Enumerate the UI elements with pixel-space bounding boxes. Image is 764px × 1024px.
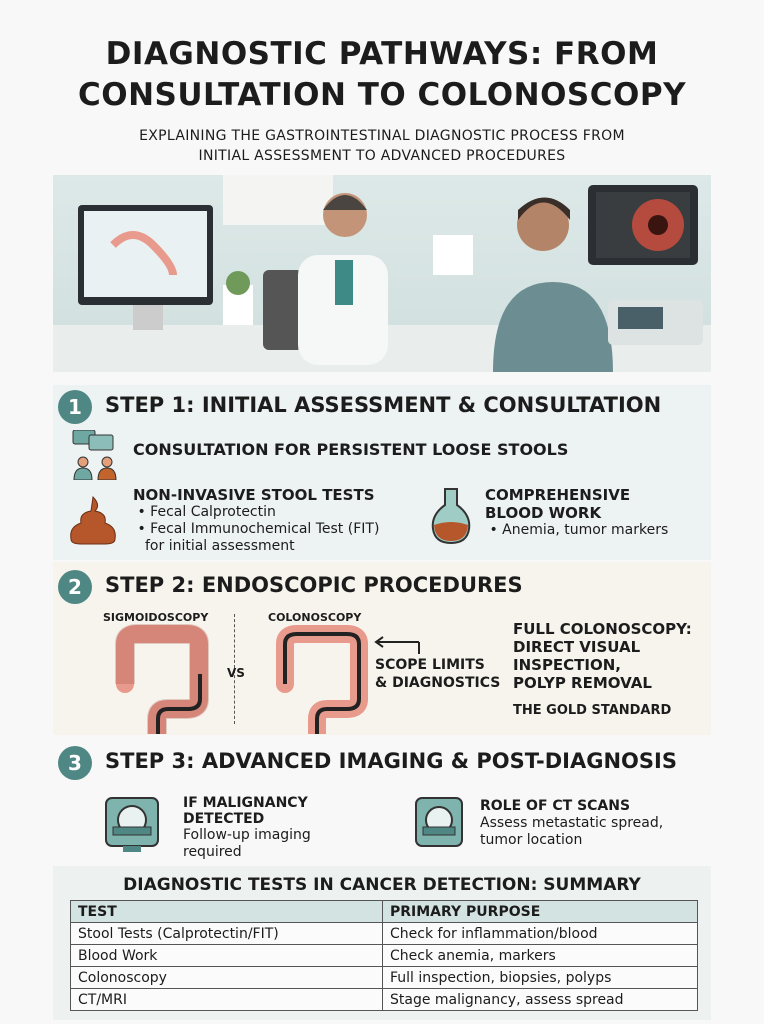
arrow-icon	[374, 636, 420, 654]
malignancy-text: Follow-up imaging	[183, 827, 311, 843]
bullet-text: Fecal Calprotectin	[150, 504, 276, 520]
bullet-text: Anemia, tumor markers	[502, 522, 669, 538]
consultation-heading: CONSULTATION FOR PERSISTENT LOOSE STOOLS	[133, 440, 569, 459]
stool-icon	[70, 495, 116, 545]
stool-tests-heading: NON-INVASIVE STOOL TESTS	[133, 486, 375, 504]
stool-tests-block: NON-INVASIVE STOOL TESTS • Fecal Calprot…	[133, 486, 379, 555]
consultation-photo	[53, 175, 711, 372]
subtitle-line-1: EXPLAINING THE GASTROINTESTINAL DIAGNOST…	[139, 128, 625, 144]
consultation-icon	[72, 430, 117, 480]
step-1-title: STEP 1: INITIAL ASSESSMENT & CONSULTATIO…	[105, 393, 662, 417]
header-purpose: PRIMARY PURPOSE	[382, 900, 698, 923]
consultation-illustration	[53, 175, 711, 372]
cell: Colonoscopy	[70, 966, 383, 989]
cell: Stage malignancy, assess spread	[382, 988, 698, 1011]
cell: Check anemia, markers	[382, 944, 698, 967]
ct-role-block: ROLE OF CT SCANS Assess metastatic sprea…	[480, 797, 663, 849]
cell: Check for inflammation/blood	[382, 922, 698, 945]
step-2-panel: 2 STEP 2: ENDOSCOPIC PROCEDURES SIGMOIDO…	[53, 562, 711, 735]
cell: CT/MRI	[70, 988, 383, 1011]
gold-standard: THE GOLD STANDARD	[513, 703, 672, 718]
colonoscopy-label: COLONOSCOPY	[268, 611, 362, 624]
step-2-title: STEP 2: ENDOSCOPIC PROCEDURES	[105, 573, 523, 597]
subtitle: EXPLAINING THE GASTROINTESTINAL DIAGNOST…	[0, 126, 764, 166]
flask-icon	[431, 488, 471, 545]
page-title: DIAGNOSTIC PATHWAYS: FROM CONSULTATION TO…	[0, 34, 764, 116]
scope-note-line: & DIAGNOSTICS	[375, 675, 501, 691]
title-line-2: CONSULTATION TO COLONOSCOPY	[77, 77, 687, 113]
summary-panel: DIAGNOSTIC TESTS IN CANCER DETECTION: SU…	[53, 866, 711, 1020]
scope-note: SCOPE LIMITS & DIAGNOSTICS	[375, 656, 500, 692]
ct-scanner-icon	[105, 797, 159, 852]
blood-work-block: COMPREHENSIVE BLOOD WORK • Anemia, tumor…	[485, 486, 668, 539]
step-1-number: 1	[58, 390, 92, 424]
vs-label: VS	[227, 666, 245, 680]
cell: Full inspection, biopsies, polyps	[382, 966, 698, 989]
sigmoidoscopy-label: SIGMOIDOSCOPY	[103, 611, 209, 624]
full-line: FULL COLONOSCOPY:	[513, 620, 692, 638]
full-line: INSPECTION,	[513, 656, 622, 674]
malignancy-heading: IF MALIGNANCY	[183, 795, 308, 811]
blood-heading-1: COMPREHENSIVE	[485, 486, 631, 504]
step-1-panel: 1 STEP 1: INITIAL ASSESSMENT & CONSULTAT…	[53, 385, 711, 560]
sigmoidoscopy-colon-icon	[115, 624, 209, 734]
stool-note: for initial assessment	[145, 538, 295, 554]
table-row: Stool Tests (Calprotectin/FIT)Check for …	[70, 922, 698, 945]
stool-bullet: • Fecal Calprotectin	[133, 504, 276, 520]
scope-note-line: SCOPE LIMITS	[375, 657, 485, 673]
ct-heading: ROLE OF CT SCANS	[480, 798, 631, 814]
ct-text: tumor location	[480, 832, 583, 848]
colonoscopy-colon-icon	[276, 625, 368, 734]
bullet-text: Fecal Immunochemical Test (FIT)	[150, 521, 380, 537]
malignancy-heading: DETECTED	[183, 811, 265, 827]
cell: Stool Tests (Calprotectin/FIT)	[70, 922, 383, 945]
ct-scan-icon	[415, 797, 463, 847]
subtitle-line-2: INITIAL ASSESSMENT TO ADVANCED PROCEDURE…	[198, 148, 566, 164]
divider	[234, 614, 235, 724]
blood-bullet: • Anemia, tumor markers	[485, 522, 669, 538]
header-test: TEST	[70, 900, 383, 923]
step-3-title: STEP 3: ADVANCED IMAGING & POST-DIAGNOSI…	[105, 749, 677, 773]
step-3-number: 3	[58, 746, 92, 780]
malignancy-text: required	[183, 844, 242, 860]
full-line: POLYP REMOVAL	[513, 674, 652, 692]
summary-title: DIAGNOSTIC TESTS IN CANCER DETECTION: SU…	[123, 875, 641, 895]
ct-text: Assess metastatic spread,	[480, 815, 664, 831]
title-line-1: DIAGNOSTIC PATHWAYS: FROM	[105, 36, 659, 72]
cell: Blood Work	[70, 944, 383, 967]
malignancy-block: IF MALIGNANCY DETECTED Follow-up imaging…	[183, 795, 311, 861]
stool-bullet: • Fecal Immunochemical Test (FIT)	[133, 521, 380, 537]
full-line: DIRECT VISUAL	[513, 638, 641, 656]
step-3-panel: 3 STEP 3: ADVANCED IMAGING & POST-DIAGNO…	[53, 740, 711, 862]
blood-heading-2: BLOOD WORK	[485, 504, 602, 522]
step-2-number: 2	[58, 570, 92, 604]
